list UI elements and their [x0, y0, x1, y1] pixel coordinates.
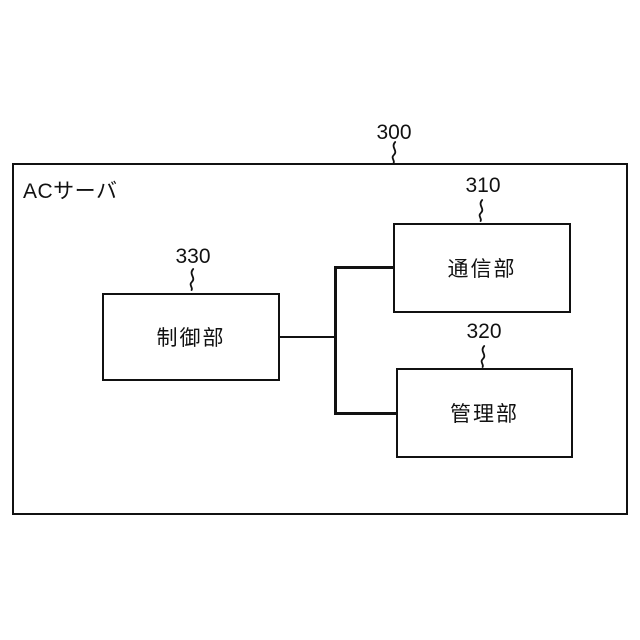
leader-squiggle-330	[189, 268, 195, 291]
ref-label-310: 310	[465, 174, 501, 197]
connector-trunk-vertical	[334, 266, 337, 415]
ac-server-label: ACサーバ	[23, 180, 118, 203]
leader-squiggle-320	[480, 345, 486, 368]
block-management-unit: 管理部	[396, 368, 573, 458]
connector-control-to-trunk	[278, 335, 336, 338]
ref-label-320: 320	[466, 320, 502, 343]
connector-trunk-to-communication	[335, 266, 395, 269]
block-label-communication-unit: 通信部	[447, 258, 517, 281]
leader-squiggle-310	[478, 199, 484, 222]
connector-trunk-to-management	[335, 412, 397, 415]
block-label-management-unit: 管理部	[450, 403, 519, 426]
block-label-control-unit: 制御部	[156, 327, 226, 350]
ref-label-330: 330	[175, 245, 211, 268]
block-communication-unit: 通信部	[393, 223, 571, 313]
leader-squiggle-300	[391, 141, 397, 164]
block-control-unit: 制御部	[102, 293, 280, 381]
ref-label-300: 300	[376, 121, 412, 144]
